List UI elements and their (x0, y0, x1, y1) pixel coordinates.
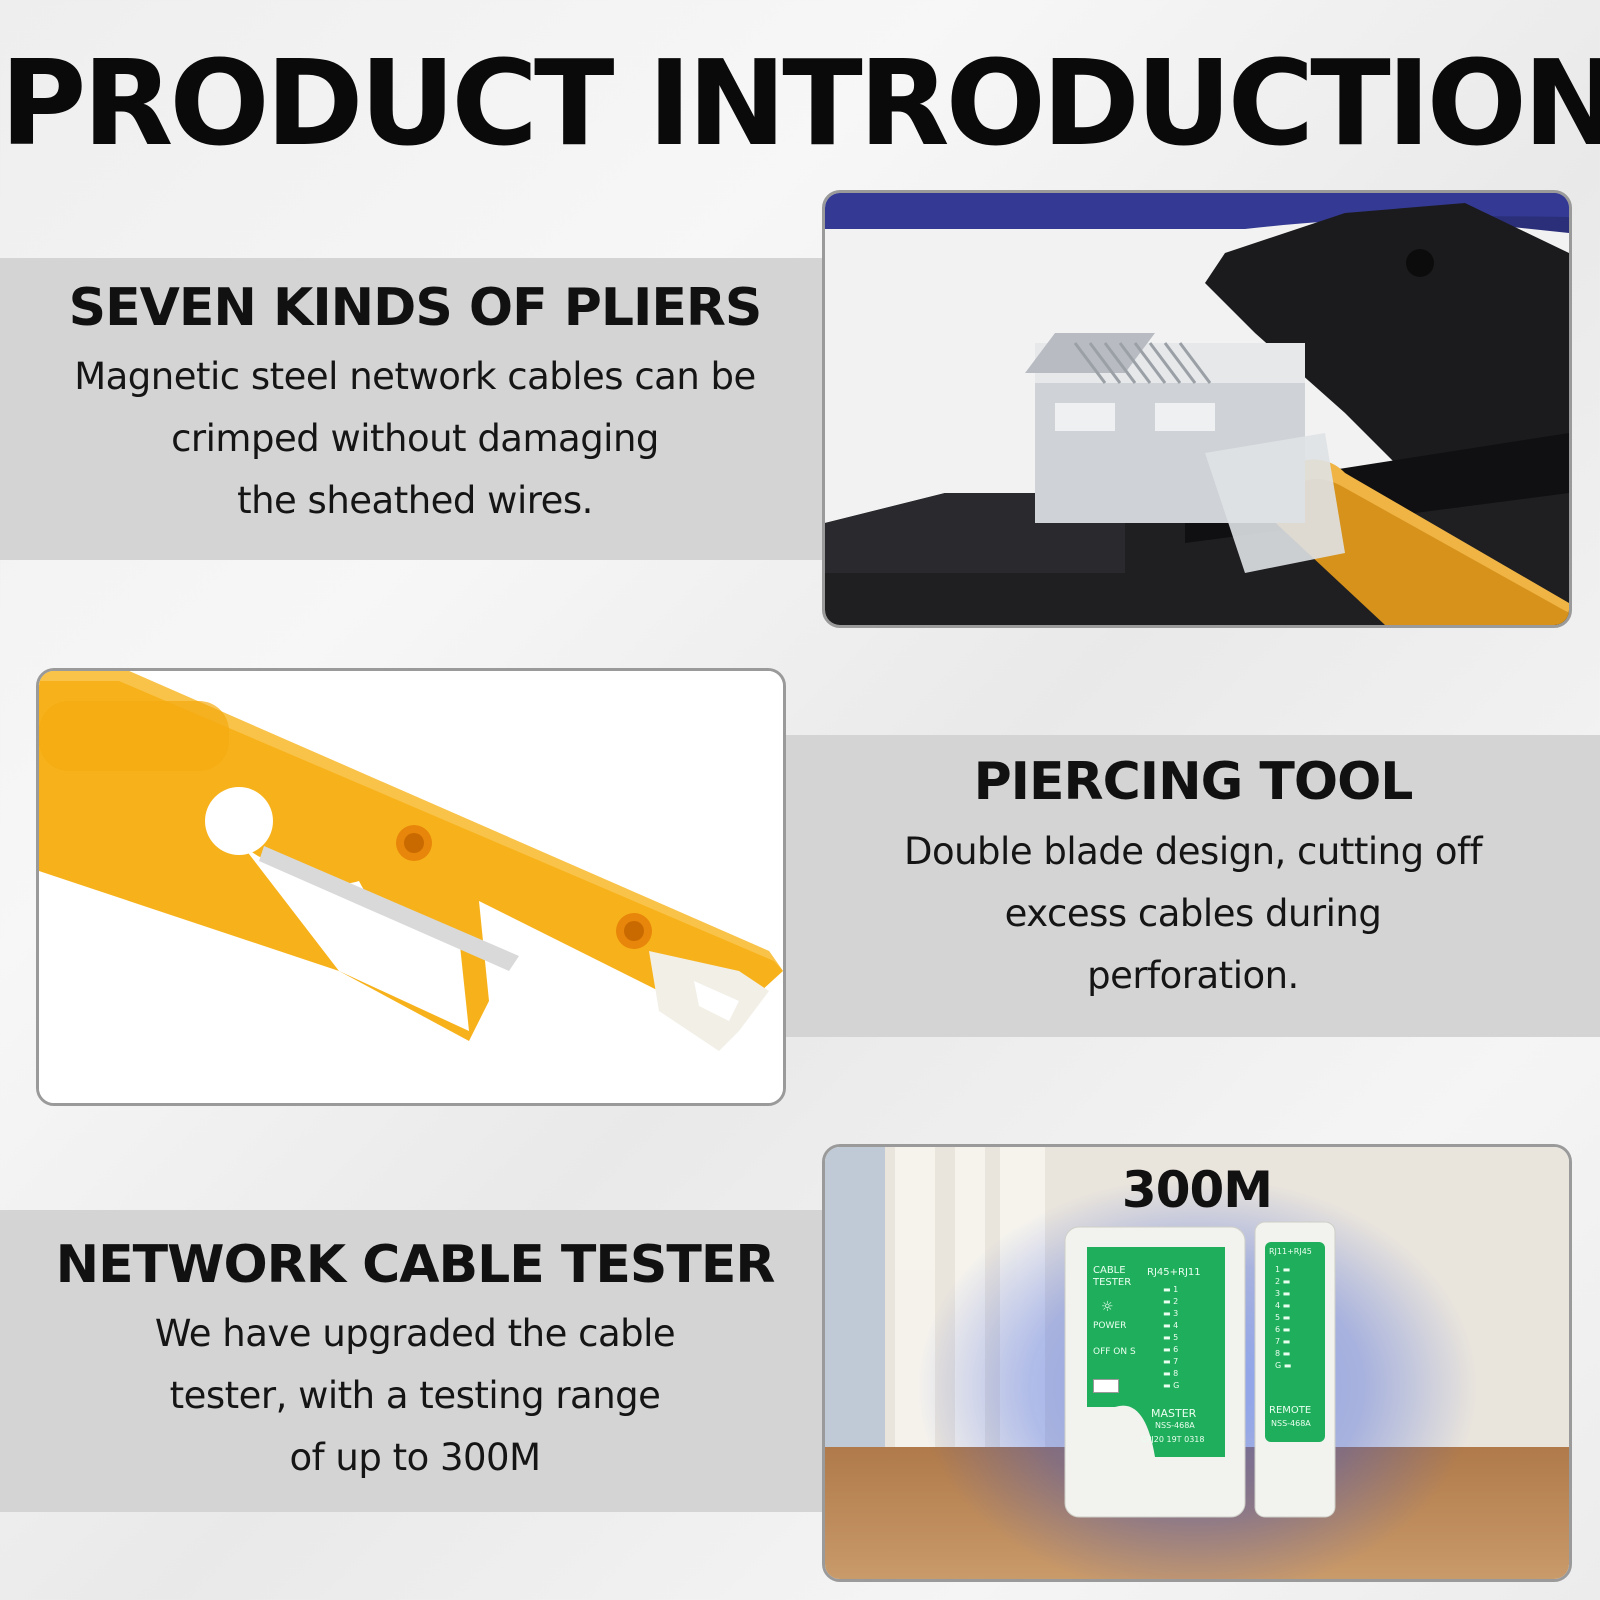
led-row: ▬ 5 (1163, 1333, 1179, 1342)
section-line: We have upgraded the cable (154, 1312, 676, 1355)
pliers-illustration (825, 193, 1569, 625)
section-piercing-tool: PIERCING TOOL Double blade design, cutti… (786, 735, 1600, 1037)
section-line: Double blade design, cutting off (903, 830, 1483, 873)
led-row: ▬ 1 (1163, 1285, 1179, 1294)
led-row: G ▬ (1275, 1361, 1292, 1370)
led-row: 4 ▬ (1275, 1301, 1291, 1310)
pliers-photo (822, 190, 1572, 628)
led-row: ▬ 2 (1163, 1297, 1179, 1306)
piercing-tool-illustration (39, 671, 783, 1103)
section-heading: SEVEN KINDS OF PLIERS (68, 278, 763, 338)
led-row: 2 ▬ (1275, 1277, 1291, 1286)
led-row: 5 ▬ (1275, 1313, 1291, 1322)
led-row: ▬ 8 (1163, 1369, 1179, 1378)
master-ports: RJ45+RJ11 (1147, 1267, 1201, 1278)
section-line: the sheathed wires. (237, 479, 593, 522)
cable-tester-illustration (825, 1147, 1569, 1579)
cable-tester-photo: 300M CABLE TESTER RJ45+RJ11 ☼ POWER OFF … (822, 1144, 1572, 1582)
section-heading: PIERCING TOOL (973, 752, 1414, 812)
remote-name: REMOTE (1269, 1405, 1312, 1416)
master-name: MASTER (1151, 1407, 1197, 1420)
power-switch[interactable] (1093, 1379, 1119, 1393)
section-line: tester, with a testing range (169, 1374, 661, 1417)
led-row: ▬ 3 (1163, 1309, 1179, 1318)
led-row: ▬ G (1163, 1381, 1180, 1390)
led-row: 7 ▬ (1275, 1337, 1291, 1346)
range-label: 300M (1121, 1161, 1273, 1219)
section-cable-tester: NETWORK CABLE TESTER We have upgraded th… (0, 1210, 830, 1512)
master-serial: CPJ20 19T 0318 (1141, 1435, 1205, 1444)
master-led-column: ▬ 1 ▬ 2 ▬ 3 ▬ 4 ▬ 5 ▬ 6 ▬ 7 ▬ 8 ▬ G (1163, 1285, 1213, 1393)
remote-led-column: 1 ▬ 2 ▬ 3 ▬ 4 ▬ 5 ▬ 6 ▬ 7 ▬ 8 ▬ G ▬ (1275, 1265, 1319, 1373)
master-label-top: CABLE (1093, 1265, 1126, 1276)
power-icon: ☼ (1101, 1299, 1114, 1315)
section-line: perforation. (1087, 954, 1299, 997)
master-model: NSS-468A (1155, 1421, 1195, 1430)
led-row: 8 ▬ (1275, 1349, 1291, 1358)
section-line: crimped without damaging (171, 417, 659, 460)
piercing-tool-photo (36, 668, 786, 1106)
led-row: 1 ▬ (1275, 1265, 1291, 1274)
led-row: ▬ 4 (1163, 1321, 1179, 1330)
remote-model: NSS-468A (1271, 1419, 1311, 1428)
led-row: ▬ 6 (1163, 1345, 1179, 1354)
led-row: 3 ▬ (1275, 1289, 1291, 1298)
master-switch: OFF ON S (1093, 1347, 1136, 1357)
led-row: 6 ▬ (1275, 1325, 1291, 1334)
section-pliers: SEVEN KINDS OF PLIERS Magnetic steel net… (0, 258, 830, 560)
master-label-top2: TESTER (1093, 1277, 1132, 1288)
master-power: POWER (1093, 1321, 1127, 1331)
section-heading: NETWORK CABLE TESTER (55, 1235, 776, 1295)
page-title: PRODUCT INTRODUCTION (0, 34, 1600, 172)
remote-ports: RJ11+RJ45 (1269, 1247, 1312, 1256)
section-line: Magnetic steel network cables can be (74, 355, 756, 398)
section-line: excess cables during (1004, 892, 1382, 935)
led-row: ▬ 7 (1163, 1357, 1179, 1366)
section-line: of up to 300M (289, 1436, 541, 1479)
